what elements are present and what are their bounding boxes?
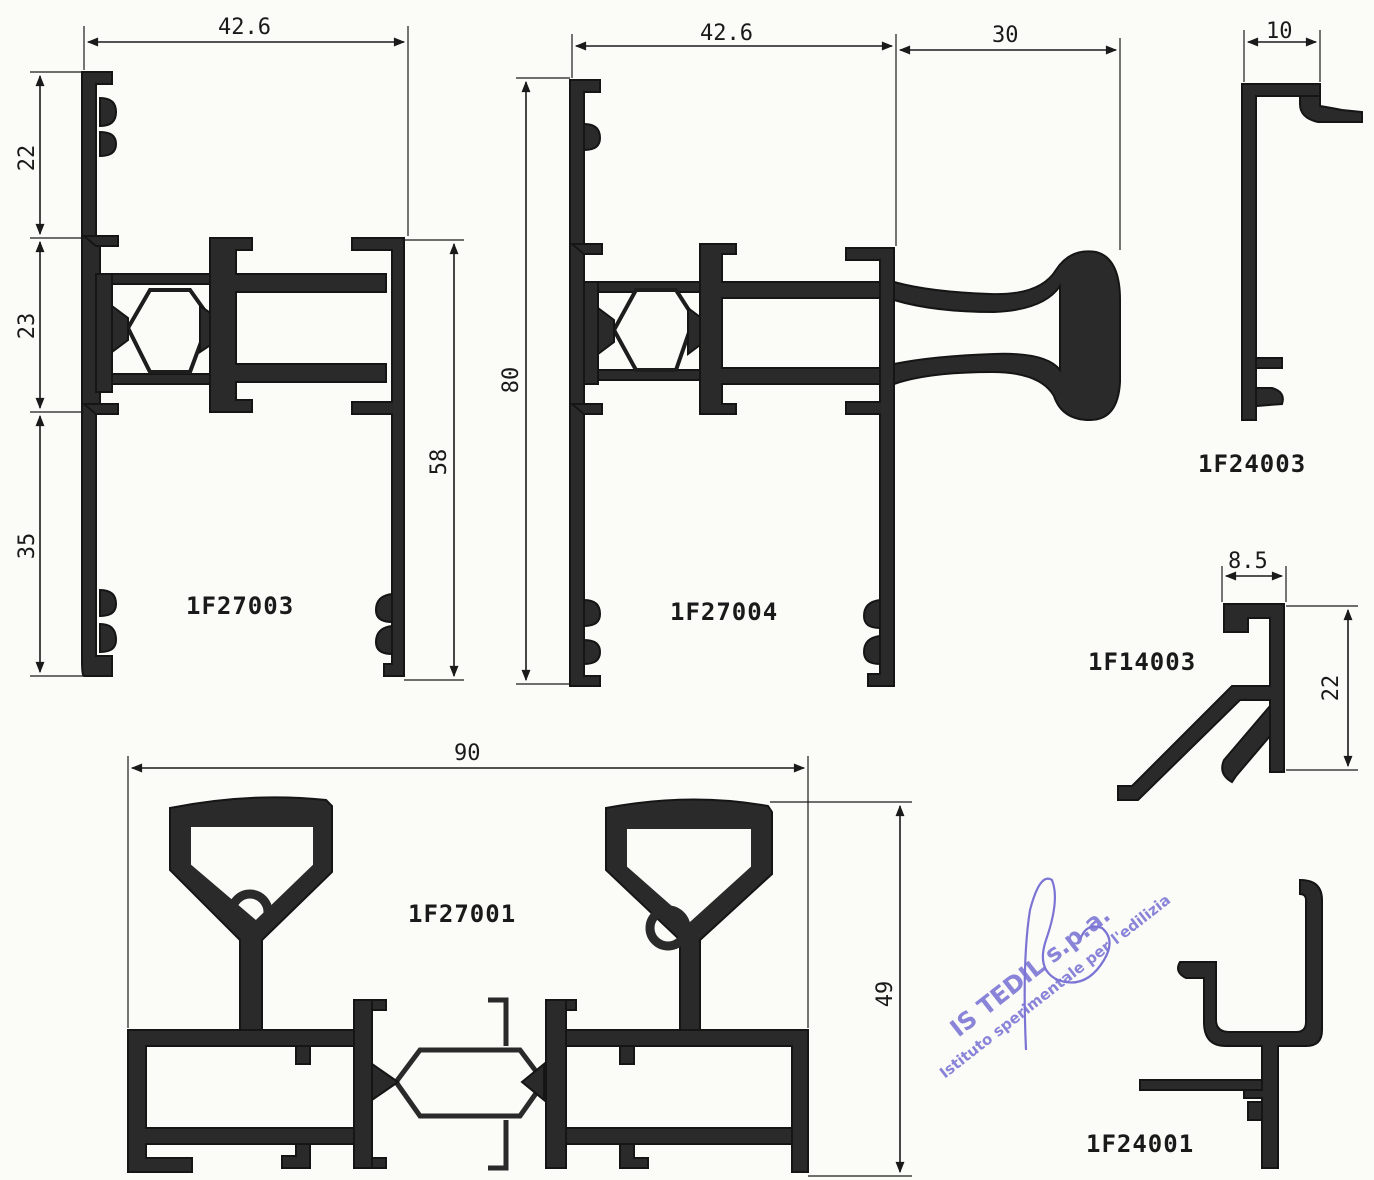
dimensions-1F27003: 42.6 22 23 35 58 <box>15 15 464 681</box>
dim-width-1F27001: 90 <box>454 741 481 766</box>
profile-code-1F27004: 1F27004 <box>670 598 778 626</box>
profile-code-1F24001: 1F24001 <box>1086 1130 1194 1158</box>
profile-1F14003: 1F14003 <box>1088 603 1285 801</box>
dim-h-top-1F27003: 22 <box>15 145 40 172</box>
dim-width-1F24003: 10 <box>1266 19 1293 44</box>
profile-1F24003: 1F24003 <box>1198 83 1363 478</box>
dim-h-right-1F27003: 58 <box>427 449 452 476</box>
profile-1F27003: 1F27003 <box>81 71 405 677</box>
dim-height-1F27004: 80 <box>499 367 524 394</box>
profile-code-1F27001: 1F27001 <box>408 900 516 928</box>
profile-code-1F27003: 1F27003 <box>186 592 294 620</box>
dimensions-1F27001: 90 49 <box>127 741 912 1177</box>
dim-h-mid-1F27003: 23 <box>15 313 40 340</box>
dim-width-1F27004: 42.6 <box>700 21 753 46</box>
dim-height-1F14003: 22 <box>1319 675 1344 702</box>
dim-width-1F14003: 8.5 <box>1228 549 1268 574</box>
dimensions-1F24003: 10 <box>1243 19 1321 82</box>
approval-stamp: IS TEDIL s.p.a. Istituto sperimentale pe… <box>936 891 1174 1082</box>
dimensions-1F14003: 8.5 22 <box>1221 549 1358 771</box>
dimensions-1F27004: 42.6 30 80 <box>499 21 1121 685</box>
profile-code-1F24003: 1F24003 <box>1198 450 1306 478</box>
profile-1F27004: 1F27004 <box>569 79 1121 687</box>
dim-h-bottom-1F27003: 35 <box>15 533 40 560</box>
dim-height-1F27001: 49 <box>873 981 898 1008</box>
profile-1F27001: 1F27001 <box>127 796 809 1173</box>
dim-handle-1F27004: 30 <box>992 23 1019 48</box>
profile-1F24001: 1F24001 <box>1086 878 1323 1169</box>
stamp-line-1: IS TEDIL s.p.a. <box>945 901 1116 1043</box>
dim-width-1F27003: 42.6 <box>218 15 271 40</box>
stamp-line-2: Istituto sperimentale per l'edilizia <box>936 891 1174 1082</box>
profile-code-1F14003: 1F14003 <box>1088 648 1196 676</box>
signature <box>1023 877 1111 1051</box>
